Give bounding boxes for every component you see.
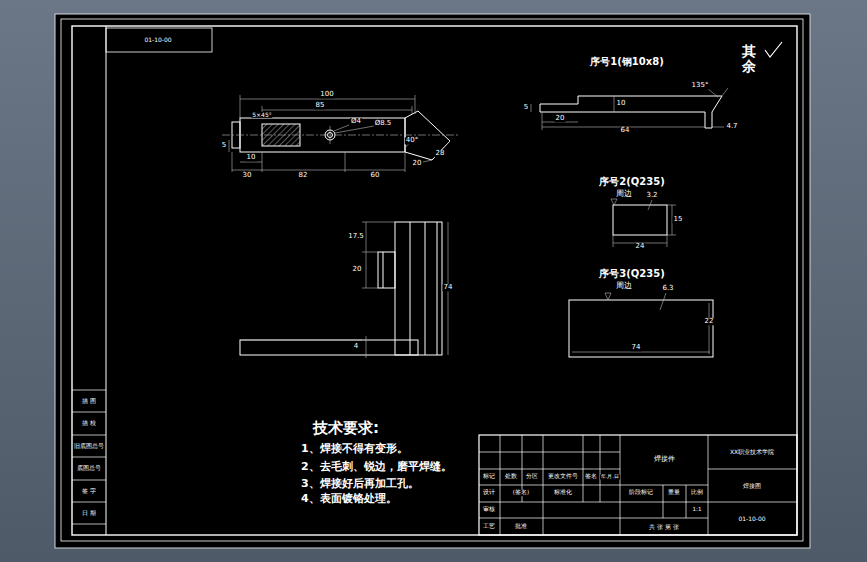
dimension-text: 22 xyxy=(704,318,715,325)
dimension-text: 40° xyxy=(405,137,419,144)
dimension-text: 60 xyxy=(370,172,381,179)
dimension-text: 10 xyxy=(246,154,257,161)
dimension-text: 74 xyxy=(631,344,642,351)
dimension-text: 3.2 xyxy=(645,192,658,199)
title-block-cell: 更改文件号 xyxy=(547,474,579,480)
dimension-text: 6.3 xyxy=(661,285,674,292)
dimension-text: 28 xyxy=(435,150,446,157)
dimension-text: 30 xyxy=(242,172,253,179)
roughness-note: 其余 xyxy=(742,44,756,75)
dimension-text: 17.5 xyxy=(347,233,365,240)
side-table-cell: 底图总号 xyxy=(76,465,102,471)
title-block-cell: 审核 xyxy=(482,507,496,513)
dimension-text: 74 xyxy=(443,284,454,291)
title-block-cell: 设计 xyxy=(482,490,496,496)
title-block-cell: 01-10-00 xyxy=(737,516,766,522)
dimension-text: 5×45° xyxy=(251,112,272,118)
title-block-cell: 分区 xyxy=(525,474,539,480)
dimension-text: 15 xyxy=(673,216,684,223)
side-table-cell: 旧底图总号 xyxy=(73,443,105,449)
weld-note: 周边 xyxy=(615,190,633,198)
notes-heading: 技术要求: xyxy=(312,421,380,437)
side-table-cell: 描 图 xyxy=(81,398,97,404)
title-block-cell: 焊接件 xyxy=(653,456,676,463)
dimension-text: 24 xyxy=(635,243,646,250)
title-block-cell: 比例 xyxy=(690,490,704,496)
part-label: 序号1(钢10x8) xyxy=(589,57,664,68)
dimension-text: 5 xyxy=(221,142,227,149)
dimension-text: Ø8.5 xyxy=(374,120,393,127)
dimension-text: 20 xyxy=(555,115,566,122)
title-block-cell: 年.月.日 xyxy=(600,475,620,480)
dimension-text: 85 xyxy=(315,102,326,109)
title-block-cell: 阶段标记 xyxy=(628,490,654,496)
dimension-text: 82 xyxy=(298,172,309,179)
side-table-cell: 描 校 xyxy=(81,420,97,426)
title-block-cell: 工艺 xyxy=(482,524,496,530)
dimension-text: 64 xyxy=(620,127,631,134)
dimension-text: 135° xyxy=(691,82,710,89)
title-block-cell: (签名) xyxy=(512,490,530,496)
part-label: 序号3(Q235) xyxy=(598,269,665,280)
title-block-cell: 标记 xyxy=(482,474,496,480)
note-text: 3、焊接好后再加工孔。 xyxy=(300,478,420,490)
title-block-cell: 标准化 xyxy=(553,490,573,496)
note-text: 2、去毛刺、锐边，磨平焊缝。 xyxy=(300,461,453,473)
title-block-cell: 1:1 xyxy=(692,507,703,513)
part-label: 序号2(Q235) xyxy=(598,177,665,188)
title-block-cell: 处数 xyxy=(504,474,518,480)
title-block-cell: 签名 xyxy=(584,474,598,480)
dimension-text: Ø4 xyxy=(350,118,362,125)
drawing-number: 01-10-00 xyxy=(143,37,172,43)
dimension-text: 20 xyxy=(352,266,363,273)
title-block-cell: 共 张 第 张 xyxy=(648,524,680,530)
title-block-cell: 批准 xyxy=(514,524,528,530)
dimension-text: 20 xyxy=(412,160,423,167)
dimension-text: 4.7 xyxy=(725,123,738,130)
weld-note: 周边 xyxy=(615,282,633,290)
dimension-text: 10 xyxy=(616,100,627,107)
title-block-cell: 重量 xyxy=(667,490,681,496)
note-text: 4、表面镀铬处理。 xyxy=(300,493,398,505)
title-block-cell: XX职业技术学院 xyxy=(729,449,775,455)
side-table-cell: 签 字 xyxy=(81,488,97,494)
dimension-text: 100 xyxy=(319,91,334,98)
side-table-cell: 日 期 xyxy=(81,510,97,516)
dimension-text: 5 xyxy=(523,104,529,111)
dimension-text: 4 xyxy=(353,343,359,350)
note-text: 1、焊接不得有变形。 xyxy=(300,443,409,455)
title-block-cell: 焊接图 xyxy=(742,483,762,489)
